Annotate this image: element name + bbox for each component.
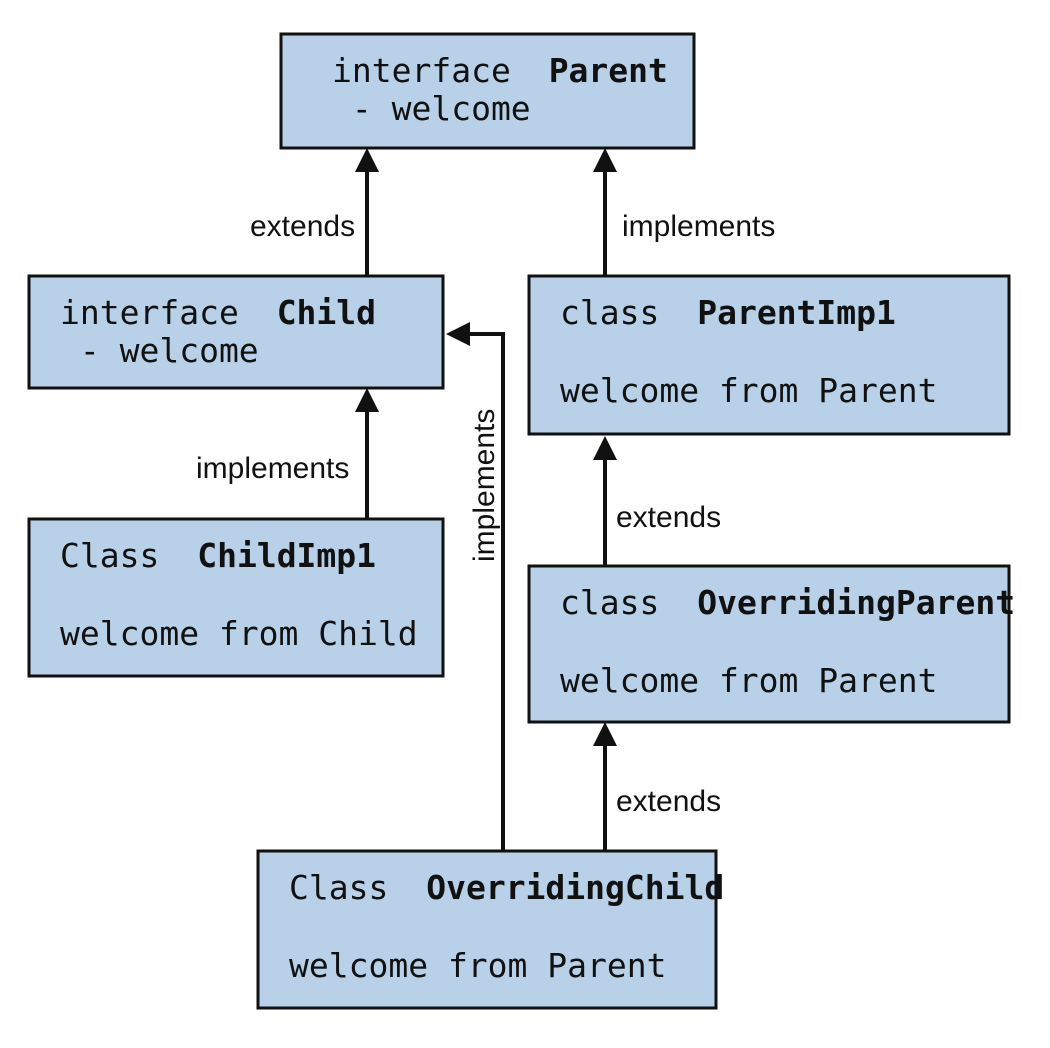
node-keyword: class [560,293,659,332]
edge-label-implements: implements [196,452,349,485]
node-name: Parent [549,51,668,90]
node-title: class OverridingParent [560,583,1015,622]
arrowhead [593,722,617,746]
arrowhead [355,388,379,412]
arrowhead [593,436,617,460]
node-name: Child [277,293,376,332]
node-box [27,517,445,678]
node-keyword: Class [60,536,159,575]
node-title: class ParentImp1 [560,293,896,332]
node-method: - welcome [60,331,259,370]
node-name: ChildImp1 [197,536,376,575]
node-box [256,849,718,1010]
node-keyword: interface [332,51,511,90]
node-title: Class ChildImp1 [60,536,376,575]
edge-overridingparent-extends-parentimp1 [593,436,617,566]
node-box [279,32,696,150]
node-name: OverridingChild [426,868,724,907]
node-output: welcome from Child [60,614,418,653]
edge-overridingchild-implements-child [446,322,505,851]
arrowhead [593,148,617,172]
edge-label-extends: extends [616,785,721,818]
node-box [527,564,1011,724]
arrowhead [355,148,379,172]
node-interface-parent: interface Parent - welcome [279,32,696,150]
edge-childimp1-implements-child [355,388,379,519]
node-name: ParentImp1 [697,293,896,332]
node-method: - welcome [332,89,531,128]
node-title: Class OverridingChild [289,868,724,907]
node-box [27,274,445,390]
edge-child-extends-parent [355,148,379,276]
node-class-overridingparent: class OverridingParent welcome from Pare… [527,564,1015,724]
node-class-overridingchild: Class OverridingChild welcome from Paren… [256,849,724,1010]
node-interface-child: interface Child - welcome [27,274,445,390]
edge-label-implements-vertical: implements [468,409,501,562]
node-class-childimp1: Class ChildImp1 welcome from Child [27,517,445,678]
node-output: welcome from Parent [560,661,938,700]
arrowhead [446,322,470,346]
node-class-parentimp1: class ParentImp1 welcome from Parent [527,274,1011,436]
edge-line [468,332,505,851]
node-output: welcome from Parent [560,371,938,410]
node-keyword: interface [60,293,239,332]
node-output: welcome from Parent [289,946,667,985]
node-keyword: class [560,583,659,622]
edge-overridingchild-extends-overridingparent [593,722,617,851]
edge-label-implements: implements [622,210,775,243]
node-box [527,274,1011,436]
edge-label-extends: extends [616,501,721,534]
node-keyword: Class [289,868,388,907]
node-title: interface Child [60,293,376,332]
node-title: interface Parent [332,51,668,90]
node-name: OverridingParent [697,583,1015,622]
edge-parentimp1-implements-parent [593,148,617,276]
edge-label-extends: extends [250,210,355,243]
